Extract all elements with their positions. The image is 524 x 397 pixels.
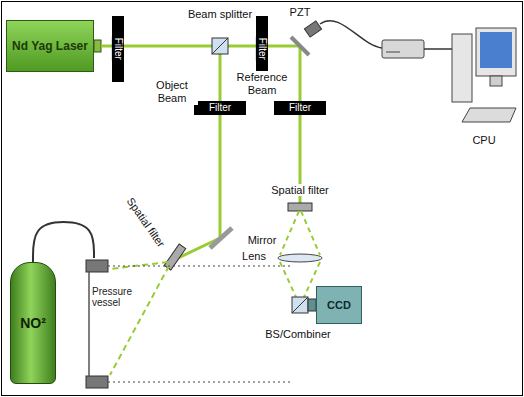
reference-wave (280, 262, 296, 297)
reference-beam (299, 46, 302, 205)
node-text: Nd Yag Laser (12, 39, 88, 53)
filter-label: Filter (288, 102, 312, 114)
part-label: CPU (470, 134, 497, 147)
vessel-wall (88, 272, 90, 376)
object-wave (110, 266, 169, 375)
part-label: Reference Beam (232, 71, 292, 96)
node-text: Pressure vessel (92, 286, 138, 308)
monitor (476, 28, 516, 76)
combiner-cube (292, 297, 308, 313)
part-label: Lens (240, 250, 268, 263)
camera-lens (308, 299, 316, 311)
part-label: Object Beam (146, 79, 198, 104)
vessel-plate (86, 260, 108, 272)
reference-wave (280, 211, 299, 255)
node-text: CCD (327, 299, 351, 311)
filter-bar (194, 101, 246, 115)
filter-bar (274, 101, 326, 115)
cable (424, 48, 452, 50)
part-label: Spatial filter (269, 184, 330, 197)
beam-splitter (212, 38, 228, 54)
part-label: Spatial filter (123, 193, 169, 251)
pzt-mirror (291, 37, 309, 55)
filter-bar (112, 16, 124, 82)
spatial-filter (288, 203, 312, 211)
controller (382, 40, 424, 58)
vessel-plate (86, 376, 108, 388)
combiner-cube (292, 297, 308, 313)
beam-splitter (212, 38, 228, 54)
mirror (210, 228, 232, 248)
keyboard (462, 108, 516, 122)
gas-hose (33, 222, 94, 262)
filter-label: Filter (256, 37, 268, 61)
part-label: Beam splitter (186, 8, 254, 21)
controller (386, 52, 400, 53)
guide-line (108, 382, 292, 383)
computer-tower (452, 34, 472, 102)
node-text: NO² (20, 315, 46, 331)
gas-cylinder: NO² (10, 262, 56, 384)
ccd-camera: CCD (316, 286, 362, 324)
part-label: Mirror (246, 234, 279, 247)
part-label: PZT (288, 6, 313, 19)
pzt-actuator (304, 21, 321, 37)
laser-box: Nd Yag Laser (6, 20, 94, 72)
guide-line (108, 266, 292, 267)
cable (320, 21, 382, 48)
lens (278, 254, 322, 262)
laser-beam (101, 45, 300, 48)
laser-nozzle (94, 40, 101, 52)
monitor-screen (480, 32, 512, 68)
reference-wave (301, 211, 320, 255)
object-beam (219, 46, 222, 238)
monitor-stand (490, 76, 502, 86)
part-label: BS/Combiner (263, 328, 332, 341)
filter-label: Filter (112, 37, 124, 61)
filter-label: Filter (208, 102, 232, 114)
pressure-vessel: Pressure vessel (86, 258, 148, 390)
